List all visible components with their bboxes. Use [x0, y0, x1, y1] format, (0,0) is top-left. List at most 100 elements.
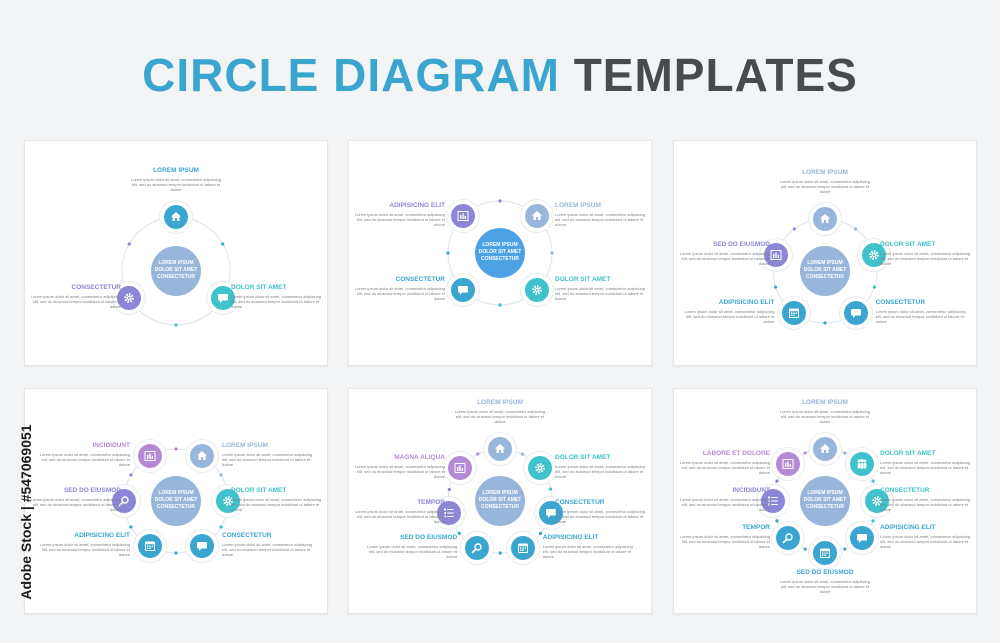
item-description: Lorem ipsum dolor sit amet, consectetur … — [354, 464, 445, 480]
center-text: LOREM IPSUM DOLOR SIT AMET CONSECTETUR — [154, 490, 198, 510]
item-description: Lorem ipsum dolor sit amet, consectetur … — [231, 497, 322, 512]
ring-dot — [823, 321, 827, 325]
ring-dot — [127, 242, 131, 246]
item-title: DOLOR SIT AMET — [555, 454, 611, 462]
ring-dot — [775, 519, 779, 523]
home-icon — [197, 450, 207, 460]
ring-dot — [174, 447, 178, 451]
item-label-block: ADIPISICING ELIT Lorem ipsum dolor sit am… — [38, 532, 130, 557]
item-description: Lorem ipsum dolor sit amet, consectetur … — [880, 250, 971, 266]
item-description: Lorem ipsum dolor sit amet, consectetur … — [555, 508, 646, 524]
list-icon — [444, 508, 455, 518]
item-description: Lorem ipsum dolor sit amet, consectetur … — [880, 533, 971, 549]
ring-dot — [773, 285, 778, 289]
title-part-1: CIRCLE DIAGRAM — [142, 49, 560, 101]
diagram-node — [782, 301, 807, 326]
search-icon — [782, 533, 793, 544]
item-title: LOREM IPSUM — [802, 399, 848, 406]
item-title: INCIDIDUNT — [732, 487, 770, 494]
item-description: Lorem ipsum dolor sit amet, consectetur … — [555, 285, 646, 301]
chart-icon — [454, 463, 466, 474]
ring-dot — [446, 251, 450, 255]
diagram-node — [190, 534, 214, 559]
item-title: SED DO EIUSMOD — [63, 487, 121, 494]
item-title: ADIPISICING ELIT — [74, 532, 130, 540]
ring-dot — [871, 519, 875, 523]
item-description: Lorem ipsum dolor sit amet, consectetur … — [222, 542, 313, 558]
chart-icon — [457, 211, 469, 222]
item-label-block: CONSECTETUR Lorem ipsum dolor sit amet, c… — [555, 499, 647, 524]
ring-dot — [174, 551, 178, 555]
ring-dot — [871, 479, 875, 483]
ring-dot — [129, 473, 133, 477]
ring-dot — [803, 547, 807, 551]
item-description: Lorem ipsum dolor sit amet, consectetur … — [39, 542, 130, 558]
page-title: CIRCLE DIAGRAM TEMPLATES — [0, 48, 1000, 102]
item-title: LOREM IPSUM — [802, 169, 848, 176]
center-circle — [800, 476, 850, 526]
list-icon — [768, 496, 778, 506]
item-description: Lorem ipsum dolor sit amet, consectetur … — [454, 409, 546, 424]
gear-icon — [223, 496, 233, 506]
diagram-node — [843, 301, 868, 326]
diagram-node — [776, 452, 801, 477]
item-label-block: LOREM IPSUM Lorem ipsum dolor sit amet, c… — [779, 399, 871, 424]
chat-icon — [458, 285, 469, 295]
ring-dot — [792, 227, 797, 231]
stock-watermark: Adobe Stock | #547069051 — [12, 406, 36, 638]
ring-dot — [853, 227, 858, 231]
diagram-node — [210, 286, 235, 310]
item-title: ADIPISICING ELIT — [718, 299, 775, 307]
home-icon — [820, 444, 830, 453]
diagram-node — [190, 443, 214, 468]
diagram-node — [138, 443, 162, 468]
item-description: Lorem ipsum dolor sit amet, consectetur … — [30, 497, 121, 512]
people-icon — [857, 459, 867, 469]
center-circle — [475, 228, 525, 278]
ring-dot — [803, 451, 807, 455]
calendar-icon — [820, 548, 830, 558]
chat-icon — [217, 294, 228, 303]
diagram-node — [763, 242, 788, 267]
item-title: CONSECTETUR — [555, 498, 605, 506]
item-description: Lorem ipsum dolor sit amet, consectetur … — [779, 409, 871, 424]
diagram-node — [465, 535, 490, 560]
item-title: LOREM IPSUM — [153, 167, 199, 174]
ring-dot — [843, 547, 847, 551]
item-title: CONSECTETUR — [395, 275, 445, 283]
center-circle — [800, 246, 850, 296]
gear-icon — [531, 284, 542, 295]
item-description: Lorem ipsum dolor sit amet, consectetur … — [354, 285, 445, 301]
diagram-node — [488, 437, 512, 461]
item-title: SED DO EIUSMOD — [712, 240, 770, 248]
chat-icon — [545, 508, 556, 518]
ring-dot — [447, 487, 451, 492]
item-title: DOLOR SIT AMET — [555, 275, 611, 283]
diagram-card-4: LOREM IPSUM DOLOR SIT AMET CONSECTETUR IN… — [24, 388, 328, 614]
item-description: Lorem ipsum dolor sit amet, consectetur … — [30, 294, 121, 309]
ring-dot — [843, 451, 847, 455]
item-title: TEMPOR — [417, 498, 445, 506]
item-description: Lorem ipsum dolor sit amet, consectetur … — [679, 460, 770, 476]
ring-dot — [550, 251, 554, 255]
diagram-ring — [446, 199, 554, 307]
diagram-node — [813, 541, 837, 565]
item-description: Lorem ipsum dolor sit amet, consectetur … — [679, 533, 770, 549]
diagram-node — [451, 204, 476, 229]
home-icon — [171, 212, 181, 221]
ring-dot — [498, 551, 502, 555]
watermark-text: Adobe Stock | #547069051 — [18, 424, 34, 600]
diagram-node — [117, 286, 142, 310]
